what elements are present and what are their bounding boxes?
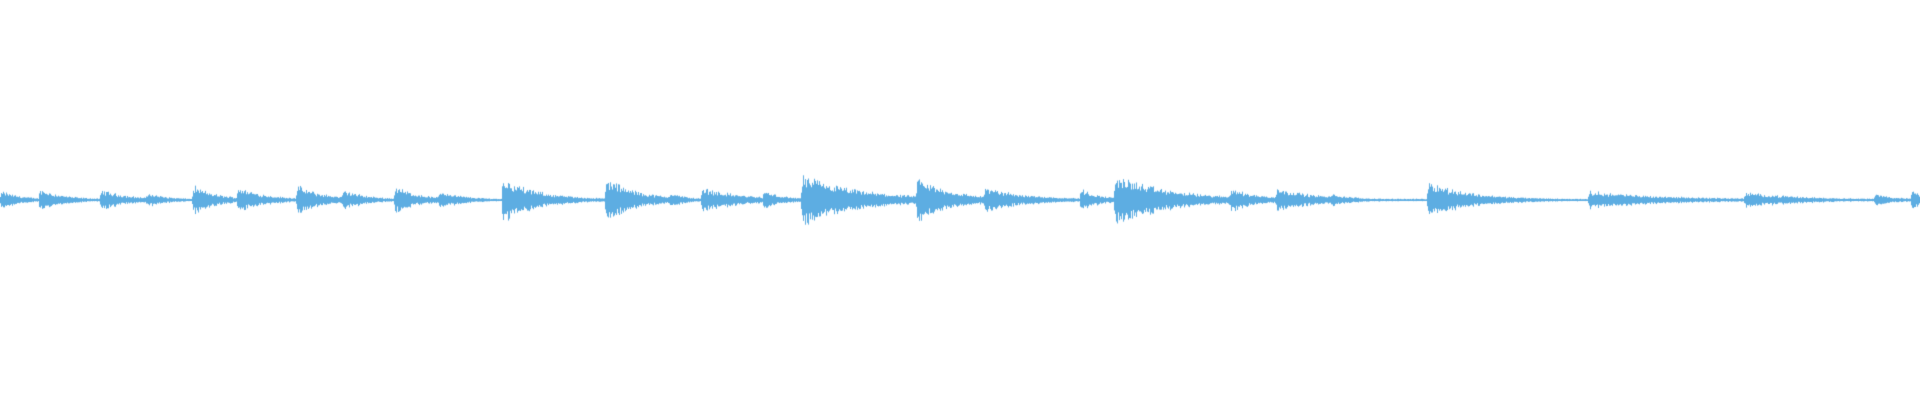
audio-waveform[interactable] xyxy=(0,0,1920,400)
